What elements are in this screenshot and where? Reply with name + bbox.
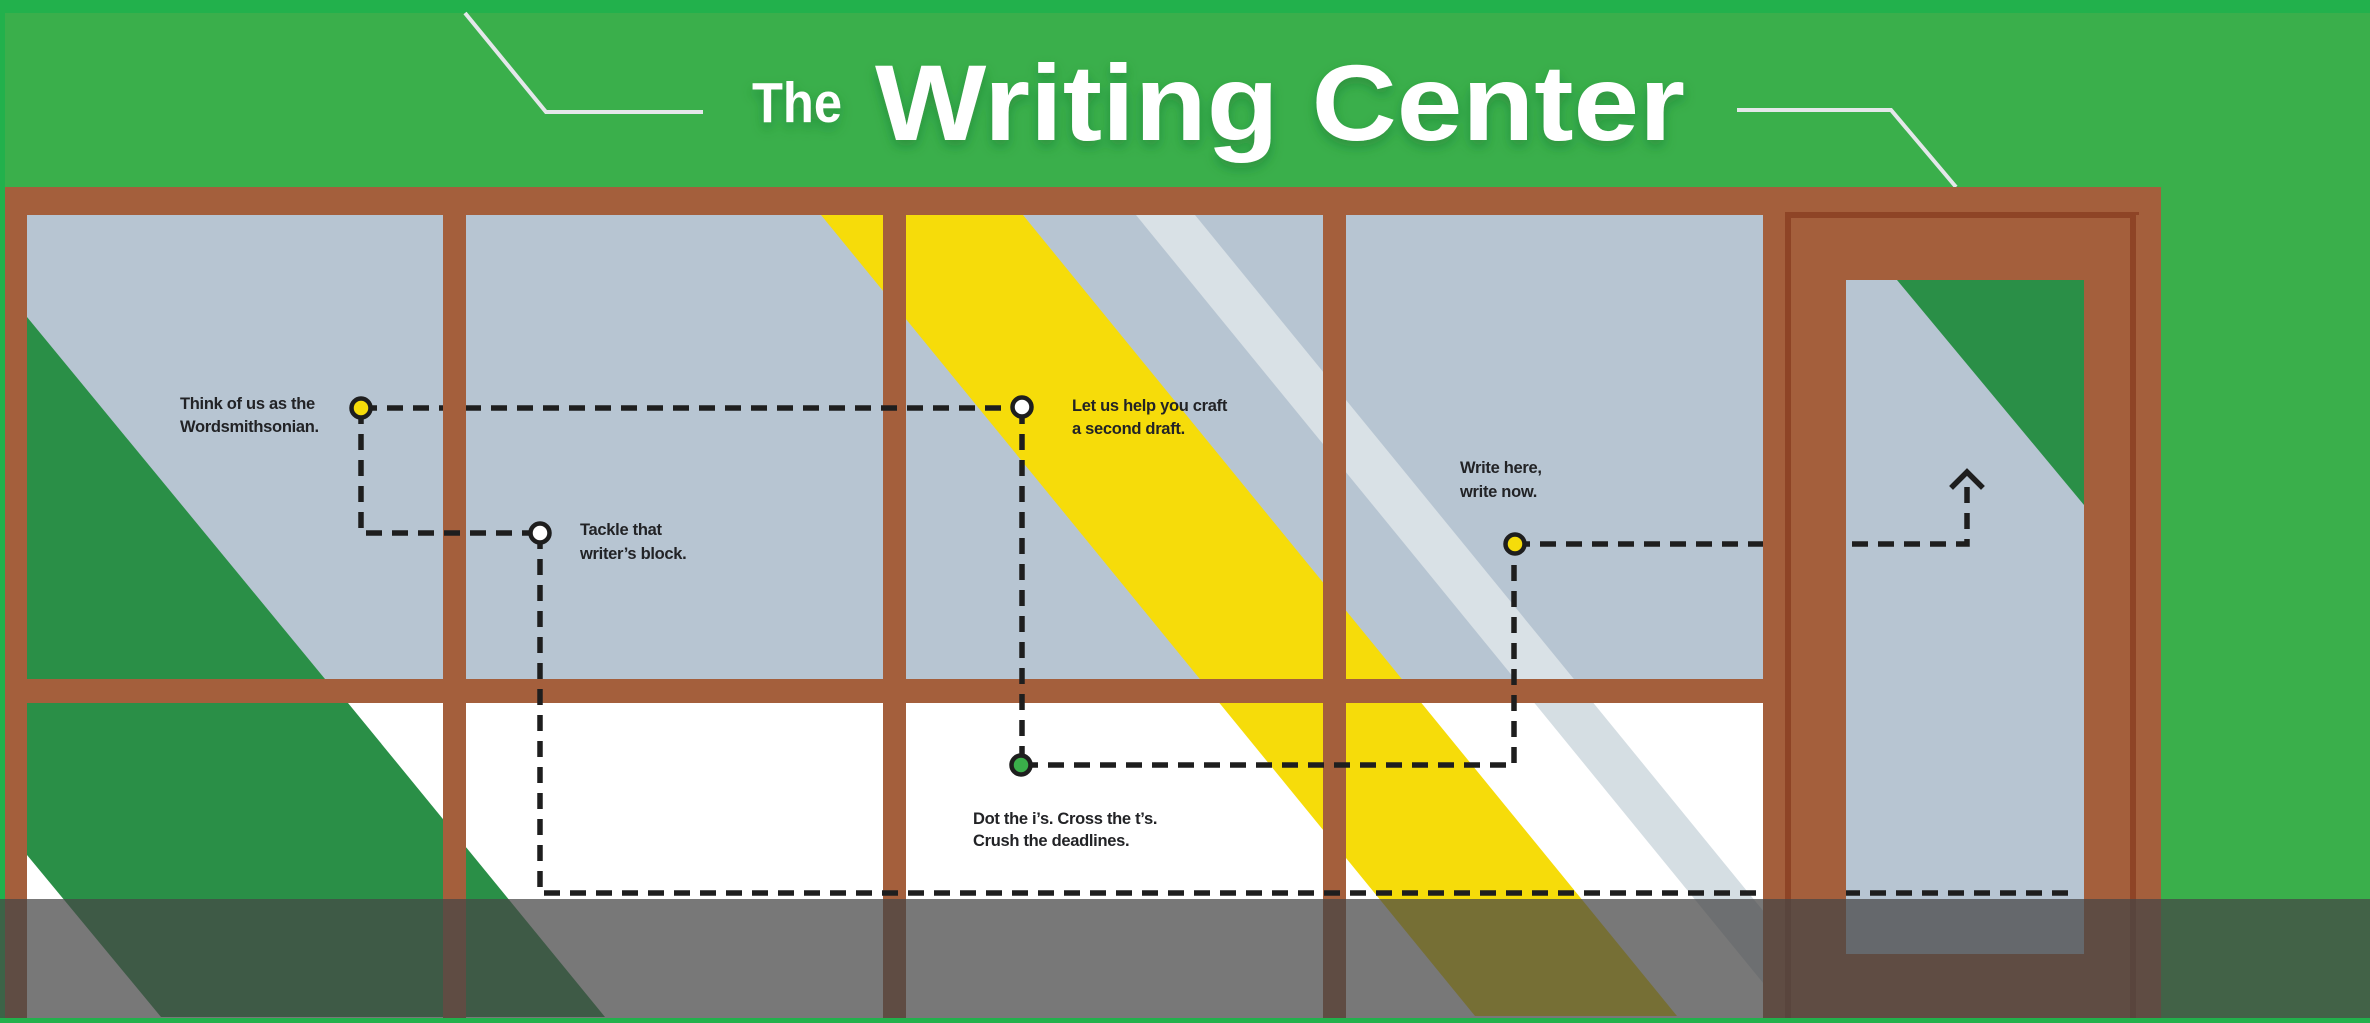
mullion-3-top xyxy=(1323,215,1346,515)
window-panel-upper-4 xyxy=(1346,215,1763,679)
callout-text-line: write now. xyxy=(1459,483,1537,501)
callout-dot-writers-block[interactable] xyxy=(528,521,552,545)
callout-deadlines: Dot the i’s. Cross the t’s. Crush the de… xyxy=(973,810,1157,850)
callout-dot-deadlines[interactable] xyxy=(1009,753,1033,777)
mullion-1-top xyxy=(443,215,466,515)
bottom-overlay xyxy=(0,899,2370,1018)
callout-text-line: Write here, xyxy=(1460,459,1542,477)
callout-text-line: Dot the i’s. Cross the t’s. xyxy=(973,810,1157,828)
callout-write-now: Write here, write now. xyxy=(1459,459,1542,501)
callout-text-line: writer’s block. xyxy=(579,545,686,563)
door-inner-line-right xyxy=(2130,215,2136,1023)
window-panel-upper-3 xyxy=(906,215,1323,679)
callout-text-line: Crush the deadlines. xyxy=(973,832,1129,850)
door-inner-line-left xyxy=(1785,215,1791,1023)
door-frame-left xyxy=(1763,215,1846,1023)
sign-connector-left xyxy=(463,11,703,114)
route-paths xyxy=(358,405,2068,896)
callout-text-line: Wordsmithsonian. xyxy=(180,418,319,436)
window-panel-upper-2 xyxy=(466,215,883,679)
door[interactable] xyxy=(1785,212,2139,1023)
page-title: The Writing Center xyxy=(752,42,1685,163)
callout-text-line: Think of us as the xyxy=(180,395,315,413)
callout-text-line: a second draft. xyxy=(1072,420,1185,438)
title-prefix: The xyxy=(752,71,842,135)
arrow-up-icon xyxy=(1949,468,1985,490)
callout-dot-write-now[interactable] xyxy=(1503,532,1527,556)
door-frame-right xyxy=(2084,215,2161,1023)
callout-dot-wordsmithsonian[interactable] xyxy=(349,396,373,420)
door-inner-line-top xyxy=(1785,212,2136,218)
callout-second-draft: Let us help you craft a second draft. xyxy=(1072,397,1228,438)
callout-text-line: Tackle that xyxy=(580,521,662,539)
sign-connector-right xyxy=(1737,108,1958,189)
callout-wordsmithsonian: Think of us as the Wordsmithsonian. xyxy=(180,395,319,436)
door-glass xyxy=(1846,280,2084,954)
callout-writers-block: Tackle that writer’s block. xyxy=(579,521,687,563)
callout-dot-second-draft[interactable] xyxy=(1010,395,1034,419)
bottom-border xyxy=(0,1018,2370,1023)
callout-text-line: Let us help you craft xyxy=(1072,397,1228,415)
window-panel-upper-1 xyxy=(27,215,443,679)
title-main: Writing Center xyxy=(875,42,1685,163)
